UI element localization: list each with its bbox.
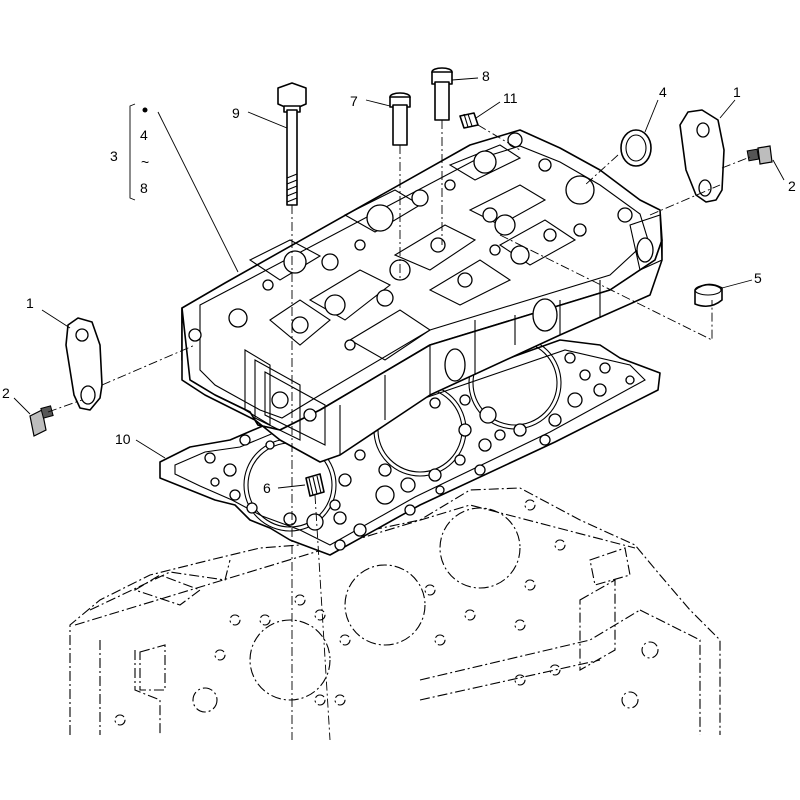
valve-guide-8 — [431, 67, 453, 121]
stud-6 — [305, 473, 325, 497]
alignment-lines — [47, 120, 751, 741]
callout-6: 6 — [263, 480, 271, 496]
callouts: 1 1 2 2 3 4 4 5 6 7 8 8 9 10 11 ~ — [2, 68, 796, 496]
stud-11 — [459, 112, 479, 129]
callout-11: 11 — [503, 90, 518, 106]
callout-3: 3 — [110, 148, 118, 164]
plug-left — [29, 405, 54, 437]
callout-2-left: 2 — [2, 385, 10, 401]
valve-guide-7 — [389, 92, 411, 146]
callout-4-range: 4 — [140, 127, 148, 143]
head-bolt — [277, 82, 307, 206]
hanger-plate-left — [65, 317, 103, 411]
callout-9: 9 — [232, 105, 240, 121]
callout-1-left: 1 — [26, 295, 34, 311]
hanger-plate-right — [679, 109, 725, 203]
callout-2-right: 2 — [788, 178, 796, 194]
callout-5: 5 — [754, 270, 762, 286]
callout-1-right: 1 — [733, 84, 741, 100]
callout-7: 7 — [350, 93, 358, 109]
engine-block — [69, 487, 721, 735]
range-symbol: ~ — [141, 154, 149, 170]
leader-lines — [13, 77, 785, 489]
cap-plug-4 — [620, 129, 652, 167]
cap-plug-5 — [694, 283, 723, 308]
callout-4: 4 — [659, 84, 667, 100]
plug-right — [746, 145, 773, 165]
callout-8-range: 8 — [140, 180, 148, 196]
cylinder-head — [181, 129, 663, 463]
callout-10: 10 — [115, 431, 131, 447]
callout-8: 8 — [482, 68, 490, 84]
